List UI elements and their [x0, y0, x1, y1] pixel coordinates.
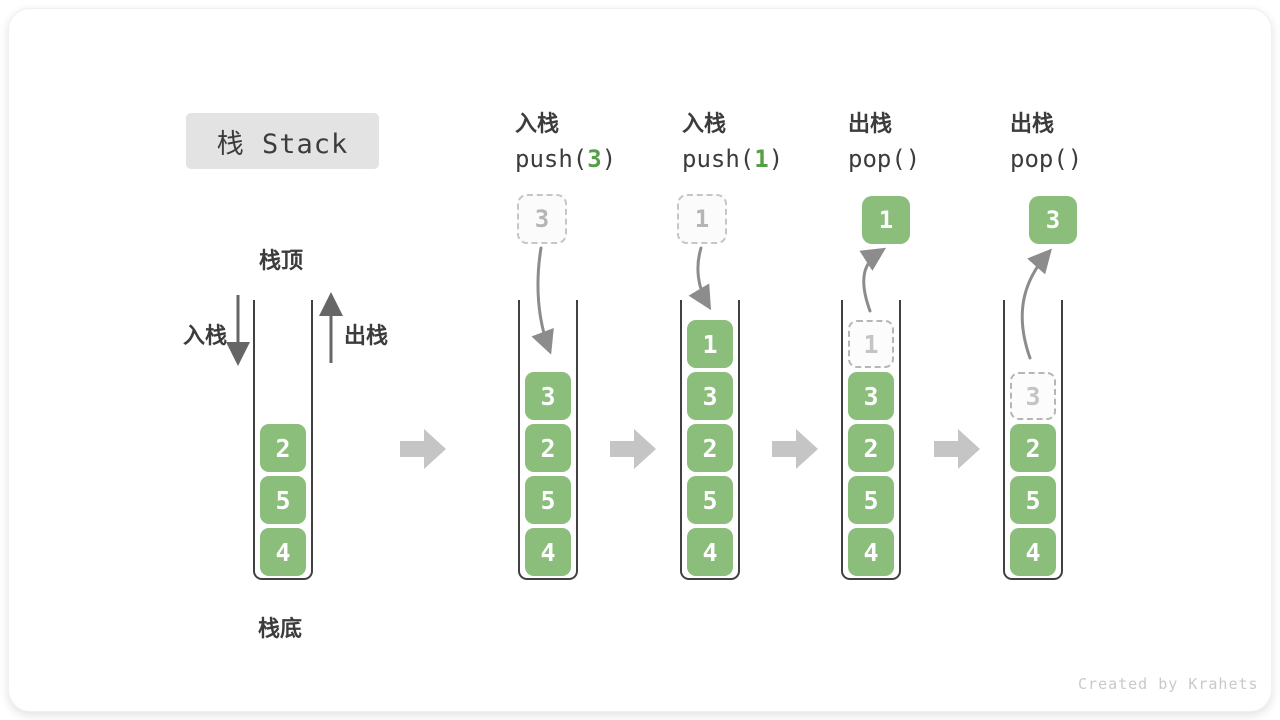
header-push-1: 入栈 push(1): [682, 106, 783, 173]
stack-container-pop-1: 1 3 2 5 4: [841, 300, 901, 580]
code-arg: 3: [587, 145, 602, 173]
header-code-push-1: push(1): [682, 145, 783, 173]
code-post: ): [601, 145, 617, 173]
stack-cell: 4: [525, 528, 571, 576]
stack-cell-ghost: 1: [848, 320, 894, 368]
stack-container-pop-3: 3 2 5 4: [1003, 300, 1063, 580]
header-pop-1: 出栈 pop(): [848, 106, 920, 173]
stack-bottom-label: 栈底: [258, 617, 303, 642]
header-code-pop-2: pop(): [1010, 145, 1082, 173]
stack-cell: 4: [848, 528, 894, 576]
header-push-3: 入栈 push(3): [515, 106, 616, 173]
stack-cell: 3: [687, 372, 733, 420]
stack-cell: 4: [687, 528, 733, 576]
floating-push-value-3: 3: [517, 194, 567, 244]
header-code-pop-1: pop(): [848, 145, 920, 173]
code-pre: push(: [682, 145, 755, 173]
stack-cell: 5: [260, 476, 306, 524]
stack-cell: 3: [848, 372, 894, 420]
stack-cell: 2: [848, 424, 894, 472]
stack-top-label: 栈顶: [259, 249, 304, 274]
code-pre: push(: [515, 145, 588, 173]
code-pre: pop(): [848, 145, 921, 173]
stack-container-push-1: 1 3 2 5 4: [680, 300, 740, 580]
stack-cell: 4: [260, 528, 306, 576]
stack-container-initial: 2 5 4: [253, 300, 313, 580]
header-cn-pop-2: 出栈: [1010, 112, 1055, 137]
stack-cell: 5: [1010, 476, 1056, 524]
floating-popped-value-1: 1: [862, 196, 910, 244]
stack-cell: 2: [525, 424, 571, 472]
code-pre: pop(): [1010, 145, 1083, 173]
stack-cell: 5: [848, 476, 894, 524]
stack-cell: 2: [1010, 424, 1056, 472]
diagram-title: 栈 Stack: [186, 113, 379, 169]
floating-popped-value-3: 3: [1029, 196, 1077, 244]
header-cn-pop-1: 出栈: [848, 112, 893, 137]
stack-cell: 5: [525, 476, 571, 524]
stack-cell-ghost: 3: [1010, 372, 1056, 420]
header-cn-push-1: 入栈: [682, 112, 727, 137]
header-code-push-3: push(3): [515, 145, 616, 173]
stack-cell: 5: [687, 476, 733, 524]
floating-push-value-1: 1: [677, 194, 727, 244]
header-cn-push-3: 入栈: [515, 112, 560, 137]
code-post: ): [768, 145, 784, 173]
code-arg: 1: [754, 145, 769, 173]
stack-cell: 3: [525, 372, 571, 420]
stack-container-push-3: 3 2 5 4: [518, 300, 578, 580]
stack-cell: 4: [1010, 528, 1056, 576]
stack-cell: 2: [260, 424, 306, 472]
pop-side-label: 出栈: [344, 324, 389, 349]
stack-cell: 1: [687, 320, 733, 368]
push-side-label: 入栈: [183, 324, 228, 349]
stack-cell: 2: [687, 424, 733, 472]
header-pop-2: 出栈 pop(): [1010, 106, 1082, 173]
watermark: Created by Krahets: [1078, 675, 1259, 693]
